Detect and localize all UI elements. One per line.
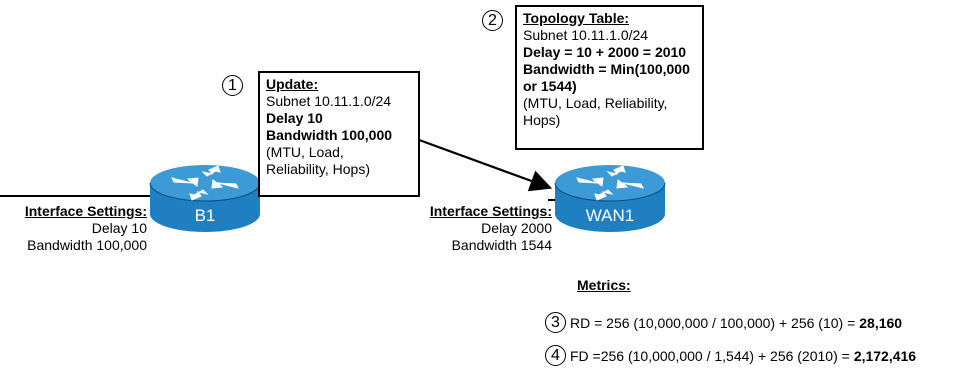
step-1-marker: 1 (222, 75, 243, 96)
topology-subnet: Subnet 10.11.1.0/24 (523, 27, 649, 43)
router-b1-label: B1 (194, 206, 216, 225)
b1-interface-bandwidth: Bandwidth 100,000 (27, 237, 147, 253)
metric-fd-value: 2,172,416 (853, 347, 917, 364)
router-wan1-label: WAN1 (585, 206, 635, 225)
update-bandwidth: Bandwidth 100,000 (266, 127, 393, 143)
metric-fd-text: FD =256 (10,000,000 / 1,544) + 256 (2010… (570, 347, 850, 364)
metric-rd-value: 28,160 (859, 314, 903, 331)
router-b1-icon (149, 165, 261, 232)
update-arrow (399, 131, 553, 192)
update-delay: Delay 10 (266, 110, 323, 126)
update-box: Update: Subnet 10.11.1.0/24 Delay 10 Ban… (258, 71, 420, 197)
wan1-interface-settings: Interface Settings: Delay 2000 Bandwidth… (400, 203, 552, 254)
update-extra-2: Reliability, Hops) (266, 161, 370, 177)
b1-interface-title: Interface Settings: (24, 203, 147, 219)
metrics-title: Metrics: (577, 277, 631, 293)
topology-delay: Delay = 10 + 2000 = 2010 (523, 44, 687, 60)
topology-extra-2: Hops) (523, 112, 561, 128)
metric-rd-text: RD = 256 (10,000,000 / 100,000) + 256 (1… (570, 314, 856, 331)
topology-title: Topology Table: (523, 10, 630, 26)
metric-fd-line: 4 FD =256 (10,000,000 / 1,544) + 256 (20… (545, 345, 916, 366)
wan1-interface-bandwidth: Bandwidth 1544 (451, 237, 552, 253)
step-3-marker: 3 (545, 312, 566, 333)
topology-bandwidth-2: or 1544) (523, 78, 577, 94)
step-4-marker: 4 (545, 345, 566, 366)
topology-bandwidth-1: Bandwidth = Min(100,000 (523, 61, 690, 77)
update-subnet: Subnet 10.11.1.0/24 (266, 93, 392, 109)
update-title: Update: (266, 76, 319, 92)
topology-extra-1: (MTU, Load, Reliability, (523, 95, 668, 111)
wan1-interface-delay: Delay 2000 (481, 220, 552, 236)
b1-interface-delay: Delay 10 (91, 220, 147, 236)
metric-rd-line: 3 RD = 256 (10,000,000 / 100,000) + 256 … (545, 312, 902, 333)
router-wan1-icon (554, 165, 666, 232)
b1-interface-settings: Interface Settings: Delay 10 Bandwidth 1… (0, 203, 147, 254)
topology-table-box: Topology Table: Subnet 10.11.1.0/24 Dela… (515, 5, 704, 150)
update-extra-1: (MTU, Load, (266, 144, 344, 160)
step-2-marker: 2 (482, 10, 503, 31)
wan1-interface-title: Interface Settings: (429, 203, 552, 219)
